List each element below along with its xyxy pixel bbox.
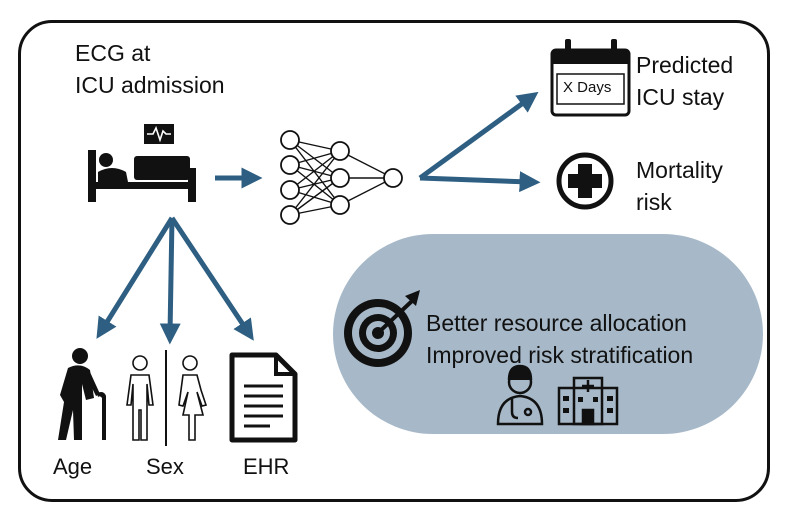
diagram-frame <box>18 20 770 502</box>
benefits-panel <box>333 234 763 434</box>
man-icon <box>126 355 154 441</box>
elderly-person-icon <box>58 348 106 440</box>
arrow-to-mortality <box>419 171 541 193</box>
calendar-icon <box>550 39 631 117</box>
feature-label-age: Age <box>53 454 93 479</box>
mortality-label-line1: Mortality <box>636 157 723 183</box>
feature-label-sex: Sex <box>146 454 184 479</box>
hospital-icon <box>557 376 619 426</box>
neural-network-icon <box>280 130 403 225</box>
arrow-to-sex <box>159 217 181 345</box>
input-title-line2: ICU admission <box>75 72 225 98</box>
bed-patient-icon <box>88 150 196 202</box>
doctor-icon <box>496 364 544 426</box>
woman-icon <box>178 355 208 441</box>
input-title-line1: ECG at <box>75 40 151 66</box>
mortality-label-line2: risk <box>636 189 672 215</box>
flow-arrows <box>96 91 541 345</box>
icu-stay-label-line2: ICU stay <box>636 84 725 110</box>
benefit-line2: Improved risk stratification <box>426 342 694 368</box>
ecg-monitor-icon <box>144 124 174 144</box>
benefit-line1: Better resource allocation <box>426 310 687 336</box>
arrow-to-age <box>96 216 175 339</box>
target-icon <box>344 290 420 367</box>
icu-stay-label-line1: Predicted <box>636 52 734 78</box>
arrow-to-icu-stay <box>418 91 539 181</box>
medical-cross-icon <box>556 152 614 210</box>
document-icon <box>229 352 298 443</box>
feature-label-ehr: EHR <box>243 454 290 479</box>
arrow-to-ehr <box>169 216 254 341</box>
calendar-days-text: X Days <box>563 79 612 96</box>
